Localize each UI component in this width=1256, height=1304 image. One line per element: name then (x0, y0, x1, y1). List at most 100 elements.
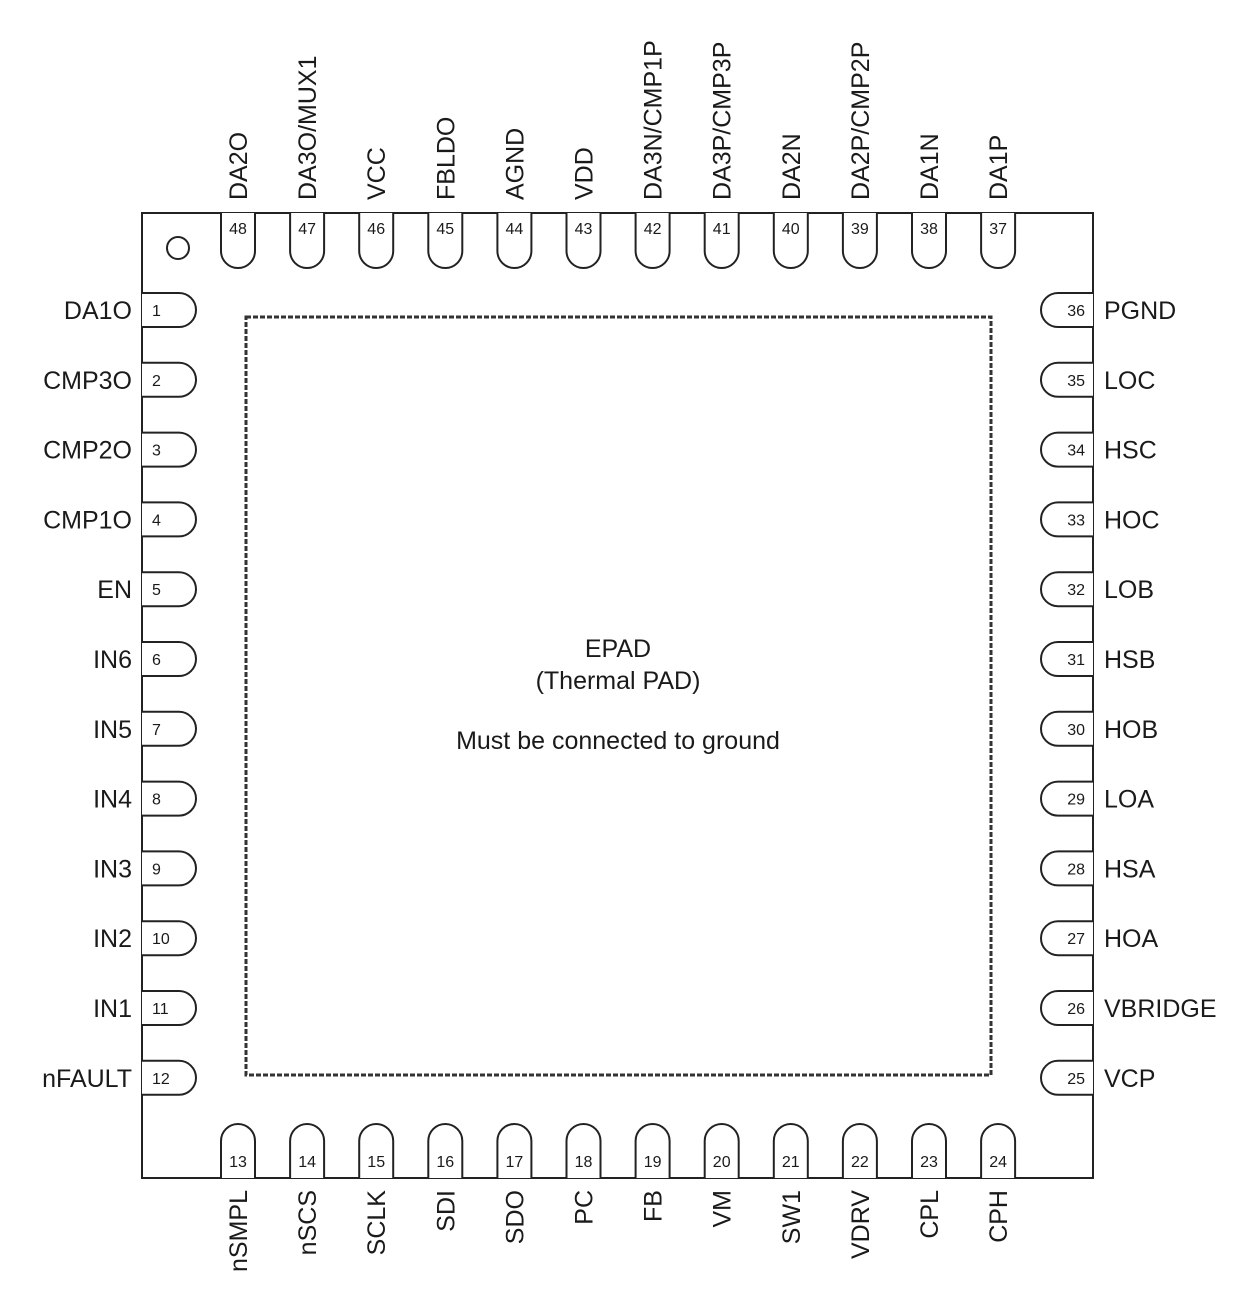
pin-5: 5EN (97, 571, 197, 608)
pin-29: 29 LOA (1040, 780, 1154, 817)
pin-pad (565, 1123, 602, 1178)
pin-label: PC (571, 1190, 599, 1225)
pin-pad (1040, 780, 1093, 817)
pin-pad (911, 213, 947, 269)
pin-label: LOA (1104, 786, 1154, 814)
pin-number: 35 (1067, 373, 1085, 390)
pin-label: CMP1O (43, 506, 132, 534)
pin-pad (1040, 920, 1093, 957)
pin-label: HOA (1104, 925, 1159, 953)
pins-group: 1DA1O2CMP3O3CMP2O4CMP1O5EN6IN67IN58IN49I… (42, 40, 1216, 1272)
pin-pad (142, 920, 197, 957)
pin-pad (142, 710, 197, 747)
pin-14: 14 nSCS (289, 1123, 326, 1255)
pin-number: 43 (575, 221, 593, 238)
pin-pad (911, 1123, 947, 1178)
pin-pad (289, 1123, 326, 1178)
pin-number: 16 (436, 1154, 454, 1171)
pin-pad (142, 850, 197, 887)
pin-number: 25 (1067, 1071, 1085, 1088)
pin-6: 6 IN6 (93, 641, 197, 677)
pin-pad (1040, 361, 1093, 398)
pin-label: DA2O (225, 132, 253, 200)
pin-pad (980, 213, 1017, 269)
pin-number: 20 (713, 1154, 731, 1171)
pin-pad (142, 780, 197, 817)
pin-label: IN1 (93, 995, 132, 1023)
epad-subtitle: (Thermal PAD) (536, 667, 701, 695)
pin-number: 45 (436, 221, 454, 238)
pin-pad (1040, 850, 1093, 887)
pin-pad (1040, 292, 1093, 328)
pin-pad (427, 1123, 464, 1178)
pin-pad (1040, 1059, 1093, 1096)
pin-label: LOC (1104, 367, 1155, 395)
pin-pad (142, 501, 197, 538)
pin-number: 6 (152, 652, 161, 669)
pin-label: IN5 (93, 716, 132, 744)
pin1-indicator-icon (166, 236, 190, 260)
pin-label: EN (97, 576, 132, 604)
pin-label: DA2P/CMP2P (847, 42, 875, 200)
pin-number: 29 (1067, 792, 1085, 809)
pin-number: 19 (644, 1154, 662, 1171)
pin-number: 21 (782, 1154, 800, 1171)
pin-number: 2 (152, 373, 161, 390)
pin-pad (142, 990, 197, 1026)
epad-outline (244, 315, 993, 1077)
pin-number: 12 (152, 1071, 170, 1088)
pin-number: 1 (152, 303, 161, 320)
pin-number: 13 (229, 1154, 247, 1171)
pin-label: DA2N (778, 133, 806, 200)
pin-pad (142, 641, 197, 677)
pin-7: 7 IN5 (93, 710, 197, 747)
pin-label: IN2 (93, 925, 132, 953)
pin-36: 36 PGND (1040, 292, 1176, 328)
pin-number: 15 (367, 1154, 385, 1171)
pin-label: IN6 (93, 646, 132, 674)
pin-pad (634, 1123, 671, 1178)
pin-number: 36 (1067, 303, 1085, 320)
pin-label: HOC (1104, 506, 1160, 534)
pin-pad (496, 213, 533, 269)
pin-number: 14 (298, 1154, 316, 1171)
pin-number: 9 (152, 861, 161, 878)
pin-number: 34 (1067, 443, 1085, 460)
pin-number: 18 (575, 1154, 593, 1171)
pin-pad (142, 292, 197, 328)
pin-pad (1040, 431, 1093, 468)
pin-label: FB (640, 1190, 668, 1222)
pin-pad (220, 213, 256, 269)
pin-label: PGND (1104, 297, 1176, 325)
pin-pad (703, 213, 740, 269)
pin-pad (703, 1123, 740, 1178)
pin-pad (565, 213, 602, 269)
pin-label: CPL (916, 1190, 944, 1239)
pin-number: 32 (1067, 582, 1085, 599)
pin-number: 41 (713, 221, 731, 238)
pin-label: DA1O (64, 297, 132, 325)
epad-note: Must be connected to ground (456, 727, 780, 755)
pin-label: nSCS (294, 1190, 322, 1255)
pin-label: SDI (432, 1190, 460, 1232)
pin-number: 11 (152, 1001, 169, 1018)
pin-number: 7 (152, 722, 161, 739)
pin-number: 10 (152, 931, 170, 948)
pin-number: 44 (506, 221, 524, 238)
pin-pad (1040, 571, 1093, 608)
